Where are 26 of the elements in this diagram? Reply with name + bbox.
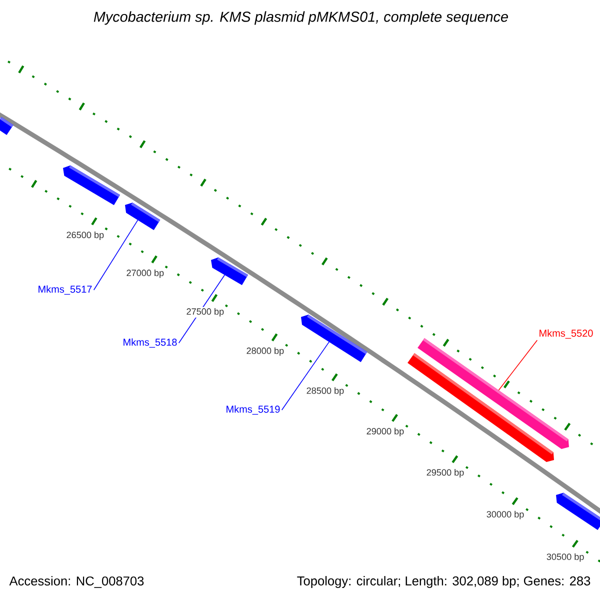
leader-line [498, 340, 538, 391]
tick-label: 29500 bp [425, 468, 466, 478]
gene-arrow [125, 202, 160, 230]
gene-arrow [211, 257, 248, 286]
tick-label: 29000 bp [365, 426, 406, 438]
gene-arrow [0, 116, 14, 135]
gene-label: Mkms_5518 [124, 338, 177, 348]
tick-label: 27500 bp [185, 307, 226, 318]
leader-line [281, 342, 330, 410]
footer-text: Accession: NC_008703 [9, 576, 144, 588]
title: Mycobacterium sp. KMS plasmid pMKMS01, complete sequence [94, 11, 508, 25]
tick-label: 27000 bp [125, 268, 166, 279]
gene-arrow [301, 314, 368, 362]
leader-line [93, 220, 138, 290]
tick-label: 30000 bp [485, 510, 526, 520]
gene-arrow [418, 338, 569, 450]
gene-arrow [63, 165, 120, 206]
footer-text: Topology: circular; Length: 302,089 bp; Genes: 283 [297, 576, 590, 588]
gene-label: Mkms_5517 [38, 285, 92, 295]
gene-label: Mkms_5520 [540, 329, 593, 339]
gene-label: Mkms_5519 [226, 405, 280, 415]
tick-label: 28500 bp [305, 386, 346, 397]
tick-label: 30500 bp [545, 552, 586, 563]
tick-label: 26500 bp [65, 230, 106, 241]
gene-arrow [556, 492, 600, 530]
tick-label: 28000 bp [245, 346, 286, 357]
